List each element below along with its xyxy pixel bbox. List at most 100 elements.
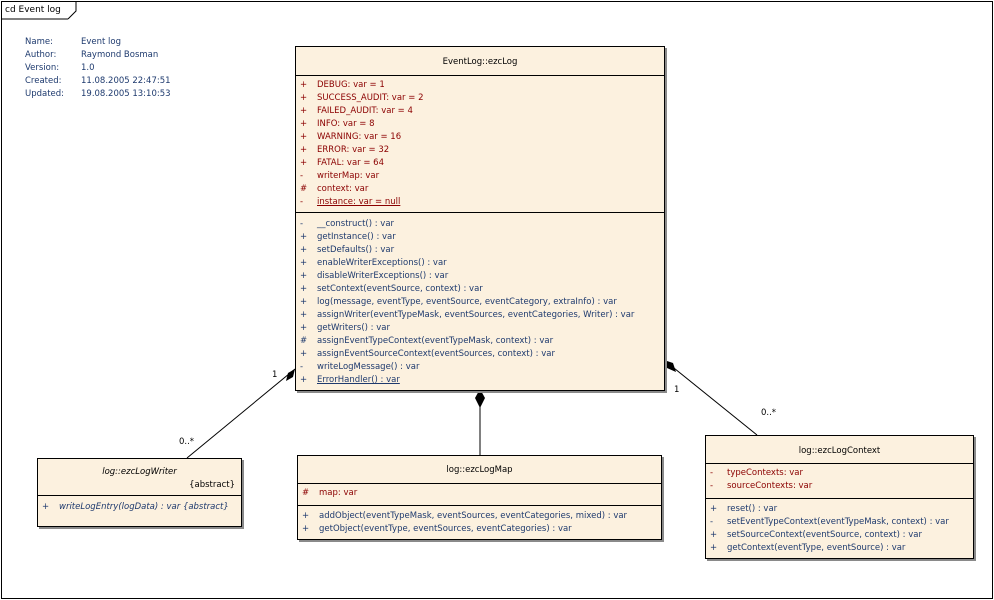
operation-row[interactable]: +assignWriter(eventTypeMask, eventSource… [300, 309, 660, 322]
operation-text: enableWriterExceptions() : var [317, 258, 447, 268]
operation-text: reset() : var [727, 504, 778, 514]
class-name: log::ezcLogMap [446, 465, 513, 475]
class-ezclogwriter[interactable]: log::ezcLogWriter {abstract} +writeLogEn… [37, 458, 242, 527]
visibility-marker: + [300, 258, 308, 268]
attribute-row[interactable]: +WARNING: var = 16 [300, 131, 660, 144]
visibility-marker: - [300, 197, 304, 207]
operation-text: addObject(eventTypeMask, eventSources, e… [319, 511, 628, 521]
attribute-row[interactable]: -sourceContexts: var [710, 480, 969, 493]
operations-compartment: + addObject(eventTypeMask, eventSources, … [298, 505, 661, 539]
operations-compartment: -__construct() : var + getInstance() : va… [296, 212, 664, 390]
attributes-compartment: +DEBUG: var = 1 +SUCCESS_AUDIT: var = 2 … [296, 75, 664, 212]
visibility-marker: + [302, 511, 310, 521]
frame-tab-corner-line [67, 2, 77, 20]
operation-text: writeLogMessage() : var [317, 362, 420, 372]
visibility-marker: + [300, 106, 308, 116]
operation-row[interactable]: +setSourceContext(eventSource, context) … [710, 529, 969, 542]
attribute-row[interactable]: # map: var [302, 487, 657, 500]
class-ezclogcontext[interactable]: log::ezcLogContext -typeContexts: var -s… [705, 435, 974, 559]
visibility-marker: # [302, 488, 310, 498]
operation-text: assignEventSourceContext(eventSources, c… [317, 349, 555, 359]
visibility-marker: + [300, 245, 308, 255]
operation-row[interactable]: +log(message, eventType, eventSource, ev… [300, 296, 660, 309]
visibility-marker: + [302, 524, 310, 534]
visibility-marker: + [300, 232, 308, 242]
attribute-row[interactable]: - typeContexts: var [710, 467, 969, 480]
operation-row[interactable]: + enableWriterExceptions() : var [300, 257, 660, 270]
operation-row[interactable]: -setEventTypeContext(eventTypeMask, cont… [710, 516, 969, 529]
metadata-value: 1.0 [81, 63, 95, 73]
association-writer-line[interactable] [186, 368, 296, 459]
attribute-text: typeContexts: var [727, 468, 804, 478]
attribute-row[interactable]: + FAILED_AUDIT: var = 4 [300, 105, 660, 118]
operation-row[interactable]: +setContext(eventSource, context) : var [300, 283, 660, 296]
attribute-text: WARNING: var = 16 [317, 132, 402, 142]
writer-target-multiplicity: 0..* [179, 437, 195, 447]
operation-row[interactable]: + getInstance() : var [300, 231, 660, 244]
operation-row[interactable]: +setDefaults() : var [300, 244, 660, 257]
attribute-row-static[interactable]: -instance: var = null [300, 196, 660, 209]
operation-text: assignEventTypeContext(eventTypeMask, co… [317, 336, 554, 346]
operation-row[interactable]: + addObject(eventTypeMask, eventSources, … [302, 510, 657, 523]
attribute-row[interactable]: #context: var [300, 183, 660, 196]
operation-row[interactable]: +reset() : var [710, 503, 969, 516]
visibility-marker: # [300, 336, 308, 346]
operation-text: setSourceContext(eventSource, context) :… [727, 530, 922, 540]
operation-row[interactable]: +disableWriterExceptions() : var [300, 270, 660, 283]
operations-compartment: +writeLogEntry(logData) : var {abstract} [38, 495, 241, 526]
association-context-line[interactable] [663, 359, 758, 436]
visibility-marker: - [710, 468, 714, 478]
attribute-text: sourceContexts: var [727, 481, 813, 491]
class-ezclog[interactable]: EventLog::ezcLog +DEBUG: var = 1 +SUCCES… [295, 46, 665, 391]
frame-tab-corner [2, 2, 77, 20]
operation-row[interactable]: -writeLogMessage() : var [300, 361, 660, 374]
attribute-row[interactable]: +DEBUG: var = 1 [300, 79, 660, 92]
operation-row[interactable]: +getWriters() : var [300, 322, 660, 335]
operation-row[interactable]: +getContext(eventType, eventSource) : va… [710, 542, 969, 555]
attribute-text: writerMap: var [317, 171, 380, 181]
context-source-multiplicity: 1 [674, 385, 680, 395]
visibility-marker: + [300, 93, 308, 103]
attribute-row[interactable]: +FATAL: var = 64 [300, 157, 660, 170]
metadata-key: Name: [25, 37, 53, 47]
operation-text: __construct() : var [317, 219, 395, 229]
attribute-text: FAILED_AUDIT: var = 4 [317, 106, 413, 116]
metadata-key: Created: [25, 76, 62, 86]
attribute-row[interactable]: +INFO: var = 8 [300, 118, 660, 131]
operation-text: writeLogEntry(logData) : var {abstract} [59, 502, 229, 512]
operation-row[interactable]: -__construct() : var [300, 218, 660, 231]
class-ezclogmap[interactable]: log::ezcLogMap # map: var + addObject(even… [297, 455, 662, 540]
operation-text: disableWriterExceptions() : var [317, 271, 449, 281]
metadata-key: Version: [25, 63, 60, 73]
visibility-marker: + [300, 158, 308, 168]
operation-row[interactable]: +writeLogEntry(logData) : var {abstract} [42, 501, 237, 514]
visibility-marker: + [300, 297, 308, 307]
operations-compartment: +reset() : var -setEventTypeContext(even… [706, 498, 973, 558]
attribute-row[interactable]: -writerMap: var [300, 170, 660, 183]
attribute-text: DEBUG: var = 1 [317, 80, 385, 90]
operation-row[interactable]: + getObject(eventType, eventSources, even… [302, 523, 657, 536]
operation-text: getInstance() : var [317, 232, 396, 242]
diagram-title: cd Event log [2, 2, 75, 18]
attribute-text: map: var [319, 488, 358, 498]
composition-diamond-icon [286, 369, 295, 381]
context-target-multiplicity: 0..* [761, 408, 777, 418]
operation-row[interactable]: # assignEventTypeContext(eventTypeMask, c… [300, 335, 660, 348]
attributes-compartment: - typeContexts: var -sourceContexts: var [706, 463, 973, 498]
visibility-marker: + [300, 310, 308, 320]
operation-text: getObject(eventType, eventSources, event… [319, 524, 572, 534]
operation-row-static[interactable]: +ErrorHandler() : var [300, 374, 660, 387]
visibility-marker: # [300, 184, 308, 194]
visibility-marker: + [300, 323, 308, 333]
operation-row[interactable]: +assignEventSourceContext(eventSources, … [300, 348, 660, 361]
attribute-row[interactable]: +ERROR: var = 32 [300, 144, 660, 157]
class-header: EventLog::ezcLog [296, 47, 664, 75]
operation-text: getContext(eventType, eventSource) : var [727, 543, 906, 553]
metadata-row: Name:Event log [25, 36, 171, 49]
attribute-row[interactable]: +SUCCESS_AUDIT: var = 2 [300, 92, 660, 105]
metadata-value: 19.08.2005 13:10:53 [81, 89, 171, 99]
visibility-marker: + [300, 145, 308, 155]
class-name: log::ezcLogWriter [102, 467, 177, 477]
